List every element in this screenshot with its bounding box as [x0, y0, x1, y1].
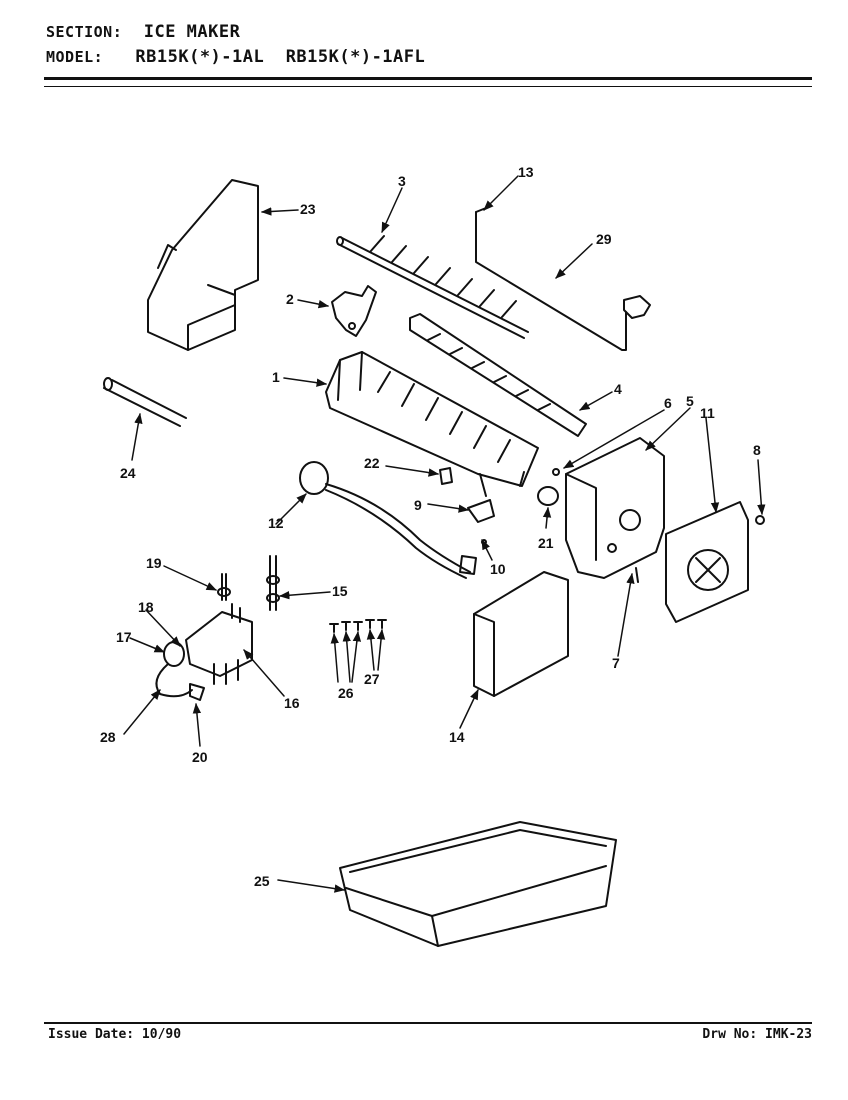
model-heading: MODEL: RB15K(*)-1AL RB15K(*)-1AFL — [46, 47, 425, 67]
part-cover-14 — [473, 571, 569, 697]
part-shroud-23 — [147, 179, 259, 351]
model-value: RB15K(*)-1AL RB15K(*)-1AFL — [135, 47, 426, 67]
part-fittings-15-19 — [217, 555, 280, 611]
callout-16: 16 — [284, 695, 300, 711]
callout-20: 20 — [192, 749, 208, 765]
callout-29: 29 — [596, 231, 612, 247]
callout-6: 6 — [664, 395, 672, 411]
callout-15: 15 — [332, 583, 348, 599]
part-small-hardware — [439, 467, 765, 583]
callout-17: 17 — [116, 629, 132, 645]
callout-27: 27 — [364, 671, 380, 687]
part-module-11 — [665, 501, 749, 623]
callout-13: 13 — [518, 164, 534, 180]
issue-date: Issue Date: 10/90 — [48, 1027, 182, 1042]
callout-14: 14 — [449, 729, 465, 745]
section-heading: SECTION: ICE MAKER — [46, 22, 240, 42]
callout-4: 4 — [614, 381, 622, 397]
callout-9: 9 — [414, 497, 422, 513]
part-bracket-2 — [331, 285, 377, 337]
callout-19: 19 — [146, 555, 162, 571]
callout-25: 25 — [254, 873, 270, 889]
callout-leaders — [123, 175, 766, 893]
callout-labels: 1 2 3 4 5 6 7 8 9 10 11 12 13 14 15 16 1… — [100, 164, 761, 889]
callout-28: 28 — [100, 729, 116, 745]
part-fill-tube-24 — [103, 377, 187, 427]
callout-12: 12 — [268, 515, 284, 531]
callout-3: 3 — [398, 173, 406, 189]
callout-8: 8 — [753, 442, 761, 458]
callout-5: 5 — [686, 393, 694, 409]
callout-11: 11 — [700, 405, 715, 421]
part-stripper-4 — [409, 313, 587, 437]
callout-24: 24 — [120, 465, 136, 481]
callout-1: 1 — [272, 369, 280, 385]
callout-22: 22 — [364, 455, 380, 471]
footer-rule — [44, 1022, 812, 1024]
callout-23: 23 — [300, 201, 316, 217]
callout-7: 7 — [612, 655, 620, 671]
part-water-valve-16 — [155, 603, 253, 701]
callout-10: 10 — [490, 561, 506, 577]
part-mold-1 — [325, 351, 539, 497]
part-ejector-3 — [336, 235, 529, 339]
header-rule-bottom — [44, 86, 812, 87]
callout-18: 18 — [138, 599, 154, 615]
drawing-number: Drw No: IMK-23 — [702, 1027, 812, 1042]
model-key: MODEL: — [46, 48, 104, 66]
callout-21: 21 — [538, 535, 554, 551]
header-rule-top — [44, 77, 812, 80]
callout-26: 26 — [338, 685, 354, 701]
section-value: ICE MAKER — [143, 22, 241, 42]
part-harness-12 — [299, 461, 477, 579]
part-shutoff-arm-13-29 — [475, 207, 651, 351]
part-screws-26-27 — [329, 619, 387, 633]
part-ice-bin-25 — [339, 821, 617, 947]
callout-2: 2 — [286, 291, 294, 307]
section-key: SECTION: — [46, 23, 123, 41]
